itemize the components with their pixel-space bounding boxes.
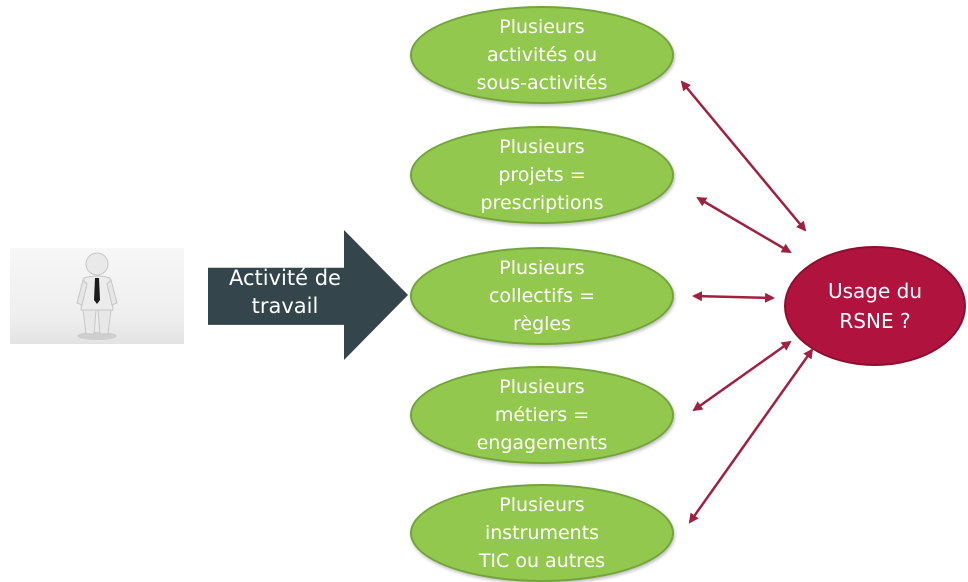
- businessman-figure-icon: [76, 252, 118, 340]
- rsne-usage-node: [784, 246, 966, 366]
- node-collectives: [410, 247, 674, 345]
- node-professions: [410, 366, 674, 464]
- node-instruments-label: Plusieurs instruments TIC ou autres: [478, 494, 606, 572]
- node-professions-label: Plusieurs métiers = engagements: [476, 376, 608, 454]
- node-activities: [410, 6, 674, 104]
- node-activities-label: Plusieurs activités ou sous-activités: [476, 16, 608, 94]
- connector-instruments: [688, 348, 814, 524]
- node-instruments: [410, 484, 674, 582]
- connector-activities: [680, 80, 807, 232]
- node-projects-label: Plusieurs projets = prescriptions: [480, 136, 604, 214]
- connector-collectives: [692, 291, 775, 303]
- node-projects: [410, 126, 674, 224]
- work-activity-arrow: Activité de travail: [208, 230, 408, 360]
- rsne-usage-label: Usage du RSNE ?: [827, 279, 923, 333]
- connector-projects: [696, 196, 792, 254]
- person-image: [10, 248, 184, 344]
- work-activity-label: Activité de travail: [229, 266, 341, 318]
- node-collectives-label: Plusieurs collectifs = règles: [488, 257, 596, 335]
